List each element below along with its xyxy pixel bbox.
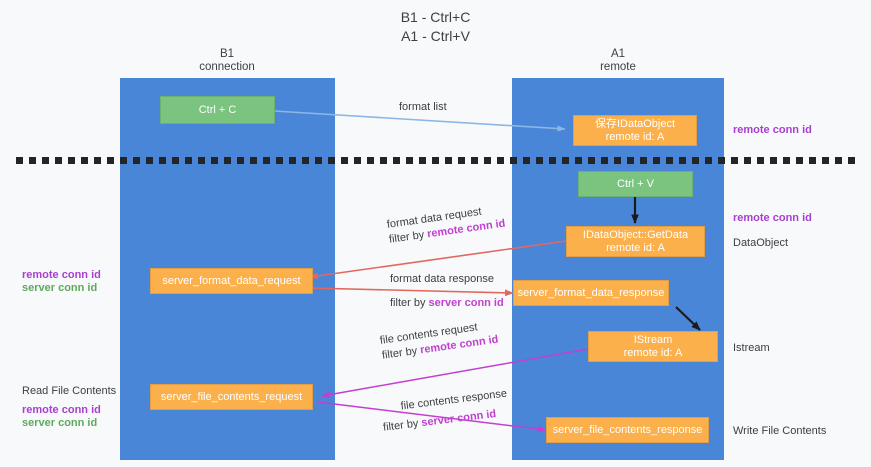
edge-label-format-list-text: format list [399, 101, 447, 113]
right-label-remote-conn-id-mid: remote conn id [733, 212, 812, 224]
column-header-b1-role: connection [199, 61, 255, 73]
filter-prefix: filter by [382, 417, 423, 434]
node-ctrl-c[interactable]: Ctrl + C [160, 96, 275, 124]
edge-label-format-data-request: format data request filter by remote con… [386, 202, 506, 248]
left-label-remote-conn-id-mid: remote conn id [22, 269, 101, 281]
column-header-a1-name: A1 [610, 48, 626, 60]
left-label-read-file-contents: Read File Contents [22, 385, 117, 397]
node-idataobject-getdata[interactable]: IDataObject::GetData remote id: A [566, 226, 705, 257]
boundary-divider [16, 157, 856, 164]
right-label-remote-conn-id-top: remote conn id [733, 124, 812, 136]
node-server-file-contents-response[interactable]: server_file_contents_response [546, 417, 709, 443]
column-header-b1: B1 connection [127, 48, 327, 74]
left-label-remote-conn-id-bottom: remote conn id [22, 404, 101, 416]
column-header-a1-role: remote [600, 61, 636, 73]
edge-label-file-contents-response: file contents response filter by server … [380, 387, 510, 436]
column-header-b1-name: B1 [219, 48, 235, 60]
title-line-2: A1 - Ctrl+V [401, 28, 470, 44]
node-server-file-contents-request-label: server_file_contents_request [160, 390, 303, 403]
edge-label-format-data-response: format data response filter by server co… [390, 272, 504, 311]
right-label-write-file-contents: Write File Contents [733, 425, 827, 437]
title-line-1: B1 - Ctrl+C [400, 9, 471, 25]
node-server-format-data-request-label: server_format_data_request [162, 274, 301, 287]
node-save-idataobject-line2: remote id: A [605, 130, 665, 143]
column-header-a1: A1 remote [518, 48, 718, 74]
page-title: B1 - Ctrl+C A1 - Ctrl+V [0, 8, 871, 46]
node-server-format-data-request[interactable]: server_format_data_request [150, 268, 313, 294]
left-label-server-conn-id-bottom: server conn id [22, 417, 98, 429]
right-label-istream: Istream [733, 342, 770, 354]
filter-prefix: filter by [388, 228, 429, 246]
edge-label-format-data-response-title: format data response [390, 273, 494, 285]
node-getdata-line2: remote id: A [606, 241, 665, 254]
edge-label-format-list: format list [399, 100, 447, 115]
right-label-dataobject: DataObject [733, 237, 789, 249]
node-save-idataobject[interactable]: 保存IDataObject remote id: A [573, 115, 697, 146]
filter-key-server-conn-id: server conn id [420, 407, 497, 430]
node-server-file-contents-response-label: server_file_contents_response [552, 423, 703, 436]
node-getdata-line1: IDataObject::GetData [582, 228, 689, 241]
node-istream[interactable]: IStream remote id: A [588, 331, 718, 362]
left-label-server-conn-id-mid: server conn id [22, 282, 98, 294]
node-server-format-data-response[interactable]: server_format_data_response [513, 280, 669, 306]
node-istream-line2: remote id: A [623, 346, 683, 359]
edge-label-format-data-response-filter: filter by server conn id [390, 296, 504, 311]
node-server-format-data-response-label: server_format_data_response [517, 286, 665, 299]
node-server-file-contents-request[interactable]: server_file_contents_request [150, 384, 313, 410]
edge-label-file-contents-request: file contents request filter by remote c… [379, 318, 499, 364]
filter-prefix: filter by [381, 344, 422, 362]
node-save-idataobject-line1: 保存IDataObject [594, 117, 676, 130]
filter-prefix: filter by [390, 297, 429, 309]
filter-key-server-conn-id: server conn id [428, 297, 504, 309]
node-ctrl-v-label: Ctrl + V [617, 177, 654, 190]
node-ctrl-v[interactable]: Ctrl + V [578, 171, 693, 197]
node-istream-line1: IStream [633, 333, 673, 346]
node-ctrl-c-label: Ctrl + C [198, 103, 237, 116]
